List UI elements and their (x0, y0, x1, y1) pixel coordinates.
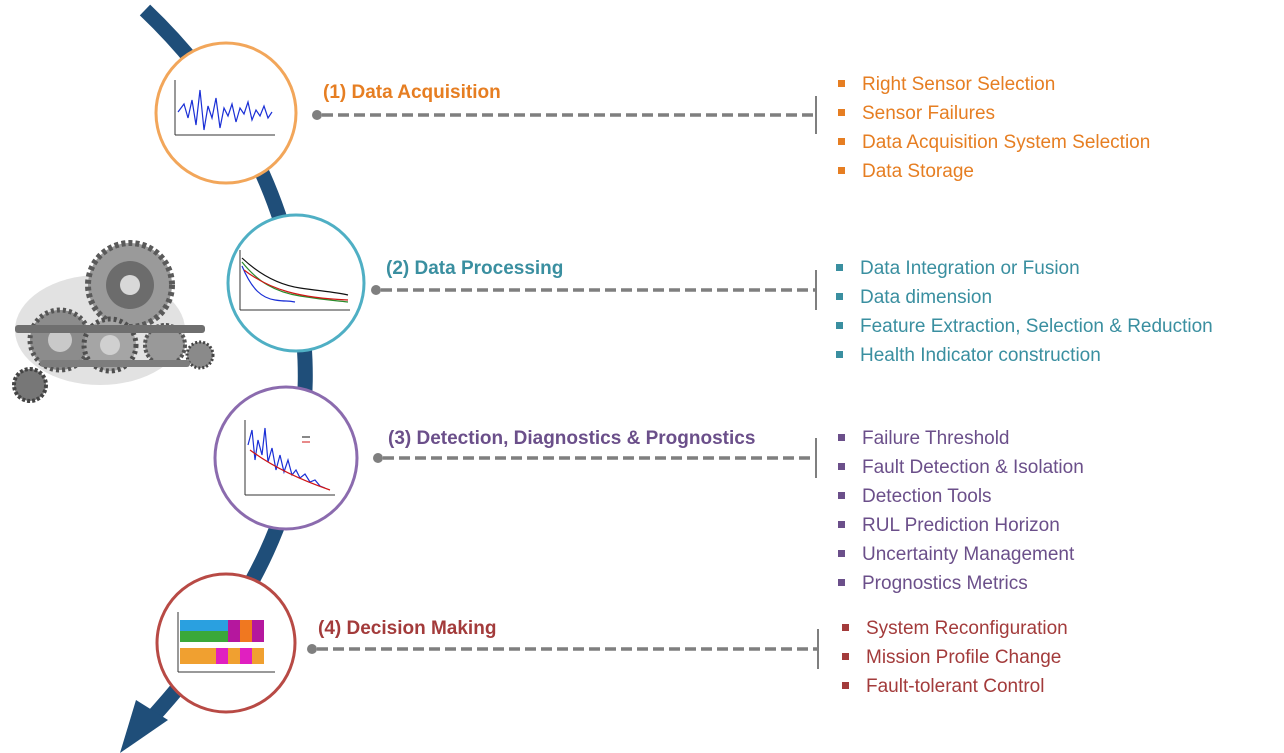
degradation-curves-plot (239, 250, 350, 311)
bullet-square-icon (838, 109, 845, 116)
list-item: Health Indicator construction (830, 341, 1213, 370)
arrow-head-icon (120, 700, 168, 753)
bullet-square-icon (842, 682, 849, 689)
list-item: RUL Prediction Horizon (832, 511, 1084, 540)
list-item: Uncertainty Management (832, 540, 1084, 569)
stage-3-title: (3) Detection, Diagnostics & Prognostics (388, 428, 756, 449)
list-item: Data Storage (832, 157, 1150, 186)
stage-3-list: Failure Threshold Fault Detection & Isol… (832, 424, 1084, 598)
maintenance-schedule-grid (177, 612, 275, 673)
vibration-signal-plot (174, 80, 275, 136)
bullet-square-icon (838, 80, 845, 87)
stage-1-title: (1) Data Acquisition (323, 82, 501, 103)
connector-1 (312, 96, 817, 134)
prognostic-curve-plot (244, 420, 335, 496)
gearbox-image (12, 240, 215, 403)
list-item: Fault-tolerant Control (836, 672, 1068, 701)
list-item: Right Sensor Selection (832, 70, 1150, 99)
list-item: System Reconfiguration (836, 614, 1068, 643)
list-item: Fault Detection & Isolation (832, 453, 1084, 482)
bullet-square-icon (836, 293, 843, 300)
bullet-square-icon (838, 492, 845, 499)
list-item: Sensor Failures (832, 99, 1150, 128)
list-item: Feature Extraction, Selection & Reductio… (830, 312, 1213, 341)
stage-2-circle (226, 213, 366, 353)
bullet-square-icon (838, 463, 845, 470)
stage-4-circle (155, 572, 297, 714)
stage-1-list: Right Sensor Selection Sensor Failures D… (832, 70, 1150, 186)
stage-4-list: System Reconfiguration Mission Profile C… (836, 614, 1068, 701)
list-item: Mission Profile Change (836, 643, 1068, 672)
stage-4-title: (4) Decision Making (318, 618, 497, 639)
list-item: Failure Threshold (832, 424, 1084, 453)
bullet-square-icon (838, 521, 845, 528)
list-item: Prognostics Metrics (832, 569, 1084, 598)
connector-3 (373, 438, 817, 478)
bullet-square-icon (842, 653, 849, 660)
bullet-square-icon (838, 138, 845, 145)
bullet-square-icon (836, 322, 843, 329)
stage-2-title: (2) Data Processing (386, 258, 564, 279)
bullet-square-icon (842, 624, 849, 631)
list-item: Data dimension (830, 283, 1213, 312)
bullet-square-icon (838, 579, 845, 586)
bullet-square-icon (838, 434, 845, 441)
connector-4 (307, 629, 819, 669)
list-item: Data Integration or Fusion (830, 254, 1213, 283)
stage-3-circle (213, 385, 359, 531)
list-item: Detection Tools (832, 482, 1084, 511)
list-item: Data Acquisition System Selection (832, 128, 1150, 157)
bullet-square-icon (838, 167, 845, 174)
connector-2 (371, 270, 817, 310)
bullet-square-icon (836, 351, 843, 358)
bullet-square-icon (836, 264, 843, 271)
stage-2-list: Data Integration or Fusion Data dimensio… (830, 254, 1213, 370)
bullet-square-icon (838, 550, 845, 557)
